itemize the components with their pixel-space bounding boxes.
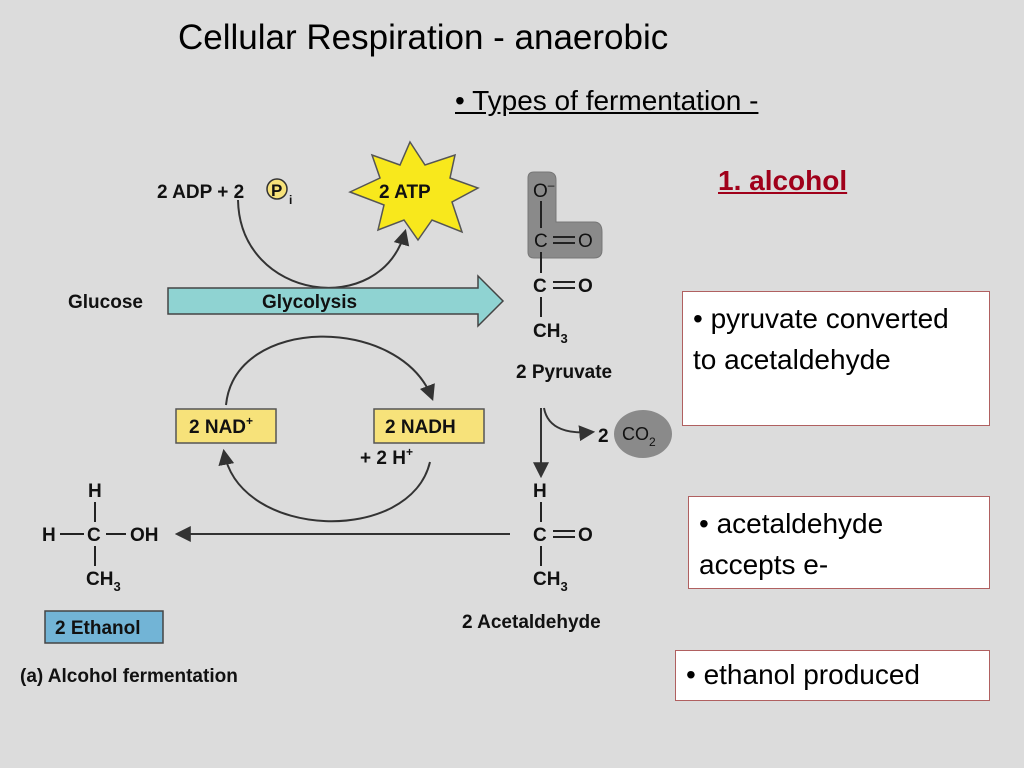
atp-synthesis-arrow	[237, 199, 410, 289]
glucose-label: Glucose	[68, 292, 143, 313]
note-acetaldehyde: • acetaldehyde accepts e-	[688, 496, 990, 589]
carboxyl-highlight	[527, 171, 603, 259]
phosphate-subscript: i	[289, 193, 292, 207]
acetaldehyde-methyl: CH3	[533, 569, 568, 594]
phosphate-symbol: P	[271, 181, 282, 200]
atp-burst	[348, 140, 480, 242]
nad-to-nadh-arrow	[225, 335, 435, 406]
glycolysis-label: Glycolysis	[262, 292, 357, 313]
pyruvate-label: 2 Pyruvate	[516, 362, 612, 383]
pyruvate-o-minus: O–	[533, 178, 555, 202]
hydrogen-label: + 2 H+	[360, 445, 413, 469]
ethanol-box	[44, 610, 164, 644]
ethanol-oh: OH	[130, 525, 159, 546]
ethanol-left-h: H	[42, 525, 56, 546]
pyruvate-keto-o: O	[578, 276, 593, 297]
co2-bubble	[614, 410, 672, 458]
co2-release-arrow	[543, 407, 596, 442]
pyruvate-carboxyl-o: O	[578, 231, 593, 252]
acetaldehyde-c: C	[533, 525, 547, 546]
co2-label: CO2	[622, 424, 656, 449]
nadh-box	[373, 408, 485, 444]
pyruvate-carboxyl-c: C	[534, 231, 548, 252]
nad-box	[175, 408, 277, 444]
adp-pi-label: 2 ADP + 2	[157, 182, 244, 203]
nadh-to-nad-arrow	[218, 448, 431, 523]
diagram-caption: (a) Alcohol fermentation	[20, 666, 238, 687]
phosphate-icon	[266, 178, 288, 200]
nad-label: 2 NAD+	[189, 414, 253, 438]
slide-subtitle: • Types of fermentation -	[455, 85, 759, 116]
glycolysis-arrow	[167, 274, 505, 328]
note-pyruvate: • pyruvate converted to acetaldehyde	[682, 291, 990, 426]
nadh-label: 2 NADH	[385, 417, 456, 438]
slide-title: Cellular Respiration - anaerobic	[178, 18, 669, 57]
fermentation-type-heading: 1. alcohol	[718, 165, 848, 196]
note-ethanol: • ethanol produced	[675, 650, 990, 701]
acetaldehyde-label: 2 Acetaldehyde	[462, 612, 601, 633]
pyruvate-keto-c: C	[533, 276, 547, 297]
ethanol-c: C	[87, 525, 101, 546]
ethanol-top-h: H	[88, 481, 102, 502]
acetaldehyde-o: O	[578, 525, 593, 546]
ethanol-label: 2 Ethanol	[55, 618, 141, 639]
atp-label: 2 ATP	[379, 182, 431, 203]
ethanol-methyl: CH3	[86, 569, 121, 594]
acetaldehyde-h: H	[533, 481, 547, 502]
note-ethanol-text: • ethanol produced	[686, 659, 920, 690]
note-pyruvate-text: • pyruvate converted to acetaldehyde	[693, 303, 949, 375]
co2-count: 2	[598, 426, 609, 447]
pyruvate-methyl: CH3	[533, 321, 568, 346]
note-acetaldehyde-text: • acetaldehyde accepts e-	[699, 508, 884, 580]
